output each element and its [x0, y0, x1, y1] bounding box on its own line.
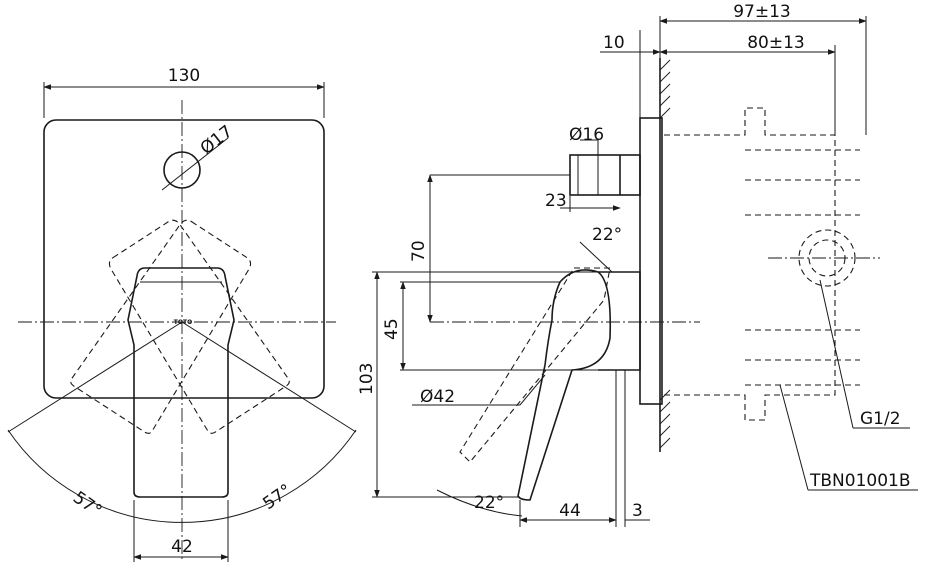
- label-height-103: 103: [357, 363, 377, 395]
- spout-hole: [163, 151, 201, 189]
- handle-front: [127, 267, 235, 498]
- cover-plate: [43, 119, 325, 399]
- front-view: TOTO Ø17 130 57° 57° 42: [7, 66, 357, 562]
- label-diameter-17: Ø17: [197, 122, 237, 159]
- label-length-3: 3: [632, 501, 643, 521]
- label-length-23: 23: [545, 191, 567, 211]
- label-diameter-42: Ø42: [420, 387, 455, 407]
- label-width-42: 42: [171, 537, 193, 557]
- handle-left-rotated: [108, 219, 290, 434]
- label-angle-22-top: 22°: [592, 225, 622, 245]
- label-depth-97: 97±13: [733, 2, 791, 22]
- spout-connector: [569, 154, 641, 196]
- lever-handle-dashed: [459, 267, 611, 463]
- cover-plate-side: [639, 117, 663, 405]
- label-width-130: 130: [168, 66, 200, 86]
- label-part-number: TBN01001B: [809, 471, 911, 491]
- label-depth-80: 80±13: [747, 33, 805, 53]
- label-length-10: 10: [603, 33, 625, 53]
- label-diameter-16: Ø16: [569, 125, 604, 145]
- valve-body: [664, 107, 880, 421]
- label-thread-g12: G1/2: [860, 409, 901, 429]
- wall-hatching: [659, 59, 671, 449]
- label-angle-57-right: 57°: [259, 480, 295, 514]
- label-angle-22-bottom: 22°: [474, 493, 504, 513]
- handle-right-rotated: [70, 219, 252, 434]
- rotation-arc: [7, 429, 357, 523]
- lever-handle-side: [517, 269, 612, 501]
- label-height-70: 70: [409, 240, 429, 262]
- label-length-44: 44: [559, 501, 581, 521]
- label-height-45: 45: [382, 318, 402, 340]
- handle-base: [598, 271, 641, 371]
- side-view: Ø16 23 22° 22° 70 45: [357, 2, 918, 527]
